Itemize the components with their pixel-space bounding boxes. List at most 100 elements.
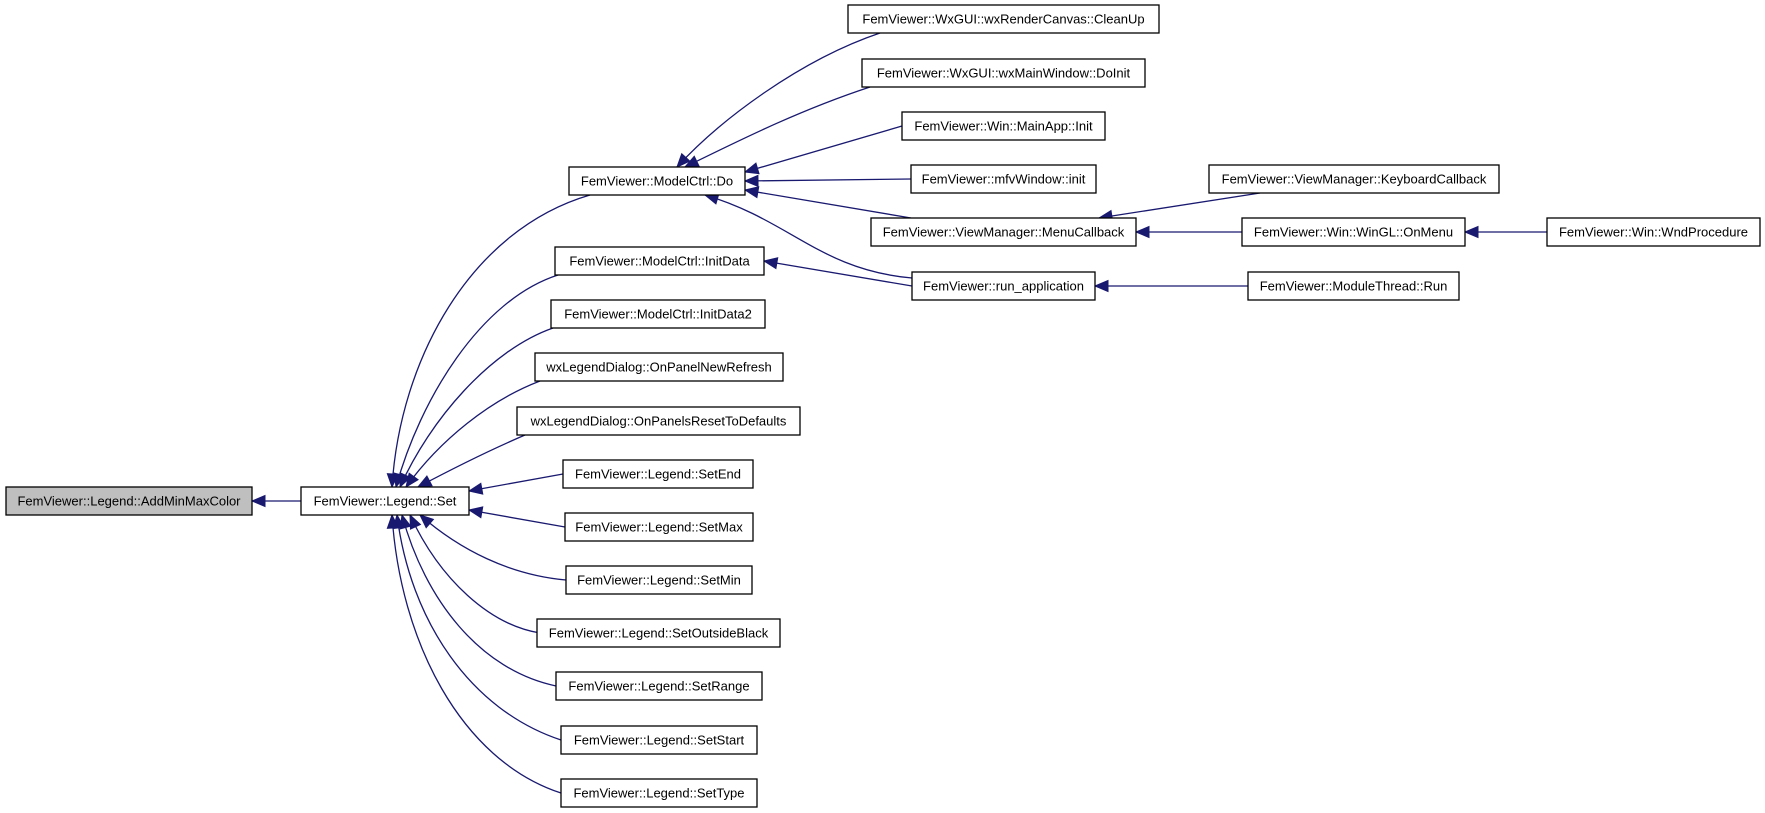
node-n13[interactable]: FemViewer::Legend::SetType: [560, 778, 758, 808]
edge-n10-to-n1: [409, 513, 541, 634]
node-label: FemViewer::Win::WndProcedure: [1559, 225, 1748, 240]
node-label: FemViewer::ModelCtrl::Do: [581, 174, 733, 189]
node-n10[interactable]: FemViewer::Legend::SetOutsideBlack: [536, 618, 781, 648]
node-box: [901, 111, 1106, 141]
edge-n13-to-n1: [386, 513, 562, 794]
edge-line: [676, 32, 881, 168]
node-n1[interactable]: FemViewer::Legend::Set: [300, 486, 470, 516]
node-label: wxLegendDialog::OnPanelsResetToDefaults: [530, 414, 787, 429]
edge-line: [744, 189, 912, 219]
edge-n14-to-n2: [676, 32, 881, 168]
node-label: FemViewer::Win::MainApp::Init: [914, 119, 1093, 134]
arrowhead: [1134, 225, 1150, 239]
edge-n18-to-n2: [743, 186, 912, 219]
node-n2[interactable]: FemViewer::ModelCtrl::Do: [568, 166, 746, 196]
edge-line: [391, 194, 591, 488]
node-box: [555, 671, 763, 701]
node-box: [1208, 164, 1500, 194]
node-label: FemViewer::ModelCtrl::InitData: [569, 254, 750, 269]
node-box: [550, 299, 766, 329]
edge-line: [399, 327, 554, 488]
node-box: [870, 217, 1137, 247]
node-box: [536, 618, 781, 648]
node-label: FemViewer::Legend::SetStart: [574, 733, 745, 748]
node-n11[interactable]: FemViewer::Legend::SetRange: [555, 671, 763, 701]
node-box: [1241, 217, 1466, 247]
arrowhead: [250, 494, 266, 508]
edge-n9-to-n1: [419, 514, 567, 581]
edge-n8-to-n1: [467, 506, 566, 528]
node-label: FemViewer::ViewManager::MenuCallback: [883, 225, 1125, 240]
node-n6[interactable]: wxLegendDialog::OnPanelsResetToDefaults: [516, 406, 801, 436]
node-box: [910, 164, 1097, 194]
edge-n21-to-n18: [1134, 225, 1242, 239]
arrowhead: [1093, 279, 1109, 293]
node-n7[interactable]: FemViewer::Legend::SetEnd: [562, 459, 754, 489]
node-label: wxLegendDialog::OnPanelNewRefresh: [545, 360, 771, 375]
edge-line: [409, 514, 541, 634]
edge-line: [763, 260, 913, 287]
node-label: FemViewer::ModelCtrl::InitData2: [564, 307, 752, 322]
node-label: FemViewer::Win::WinGL::OnMenu: [1254, 225, 1453, 240]
node-n18[interactable]: FemViewer::ViewManager::MenuCallback: [870, 217, 1137, 247]
node-label: FemViewer::ModuleThread::Run: [1260, 279, 1448, 294]
edge-n16-to-n2: [743, 125, 903, 175]
node-n17[interactable]: FemViewer::mfvWindow::init: [910, 164, 1097, 194]
arrowhead: [416, 475, 433, 488]
node-box: [1247, 271, 1460, 301]
edge-n3-to-n1: [393, 274, 559, 489]
node-label: FemViewer::Legend::AddMinMaxColor: [17, 494, 241, 509]
arrowhead: [743, 186, 760, 199]
node-n4[interactable]: FemViewer::ModelCtrl::InitData2: [550, 299, 766, 329]
arrowhead: [1463, 225, 1479, 239]
edge-n19-to-n3: [762, 257, 913, 287]
node-n19[interactable]: FemViewer::run_application: [911, 271, 1096, 301]
arrowhead: [467, 482, 484, 495]
node-box: [564, 512, 754, 542]
node-box: [554, 246, 765, 276]
edge-n20-to-n18: [1097, 192, 1261, 223]
arrowhead: [743, 174, 759, 188]
node-box: [560, 725, 758, 755]
node-label: FemViewer::Legend::SetMin: [577, 573, 741, 588]
node-n16[interactable]: FemViewer::Win::MainApp::Init: [901, 111, 1106, 141]
node-box: [516, 406, 801, 436]
node-n21[interactable]: FemViewer::Win::WinGL::OnMenu: [1241, 217, 1466, 247]
node-n22[interactable]: FemViewer::ModuleThread::Run: [1247, 271, 1460, 301]
edge-n2-to-n1: [386, 194, 591, 489]
node-n9[interactable]: FemViewer::Legend::SetMin: [565, 565, 753, 595]
edge-n7-to-n1: [467, 473, 564, 495]
edge-line: [468, 473, 564, 492]
node-box: [565, 565, 753, 595]
edge-n4-to-n1: [399, 327, 554, 489]
node-label: FemViewer::WxGUI::wxRenderCanvas::CleanU…: [862, 12, 1144, 27]
edge-line: [744, 178, 912, 182]
node-n0: FemViewer::Legend::AddMinMaxColor: [5, 486, 253, 516]
node-box: [300, 486, 470, 516]
edge-n22-to-n19: [1093, 279, 1248, 293]
edge-line: [401, 514, 557, 687]
node-label: FemViewer::ViewManager::KeyboardCallback: [1222, 172, 1487, 187]
node-n5[interactable]: wxLegendDialog::OnPanelNewRefresh: [534, 352, 784, 382]
arrowhead: [743, 162, 760, 175]
arrowhead: [676, 152, 691, 168]
node-n14[interactable]: FemViewer::WxGUI::wxRenderCanvas::CleanU…: [847, 4, 1160, 34]
arrowhead: [409, 513, 422, 530]
node-n3[interactable]: FemViewer::ModelCtrl::InitData: [554, 246, 765, 276]
node-n12[interactable]: FemViewer::Legend::SetStart: [560, 725, 758, 755]
edge-line: [704, 194, 913, 279]
arrowhead: [762, 257, 779, 270]
node-n15[interactable]: FemViewer::WxGUI::wxMainWindow::DoInit: [861, 58, 1146, 88]
edge-n1-to-n0: [250, 494, 301, 508]
edge-line: [396, 514, 562, 741]
node-label: FemViewer::Legend::SetEnd: [575, 467, 741, 482]
node-n8[interactable]: FemViewer::Legend::SetMax: [564, 512, 754, 542]
node-n23[interactable]: FemViewer::Win::WndProcedure: [1546, 217, 1761, 247]
node-n20[interactable]: FemViewer::ViewManager::KeyboardCallback: [1208, 164, 1500, 194]
edge-line: [1098, 192, 1261, 219]
edge-line: [395, 274, 559, 488]
edge-n5-to-n1: [405, 380, 541, 489]
node-box: [861, 58, 1146, 88]
edge-line: [405, 380, 541, 488]
